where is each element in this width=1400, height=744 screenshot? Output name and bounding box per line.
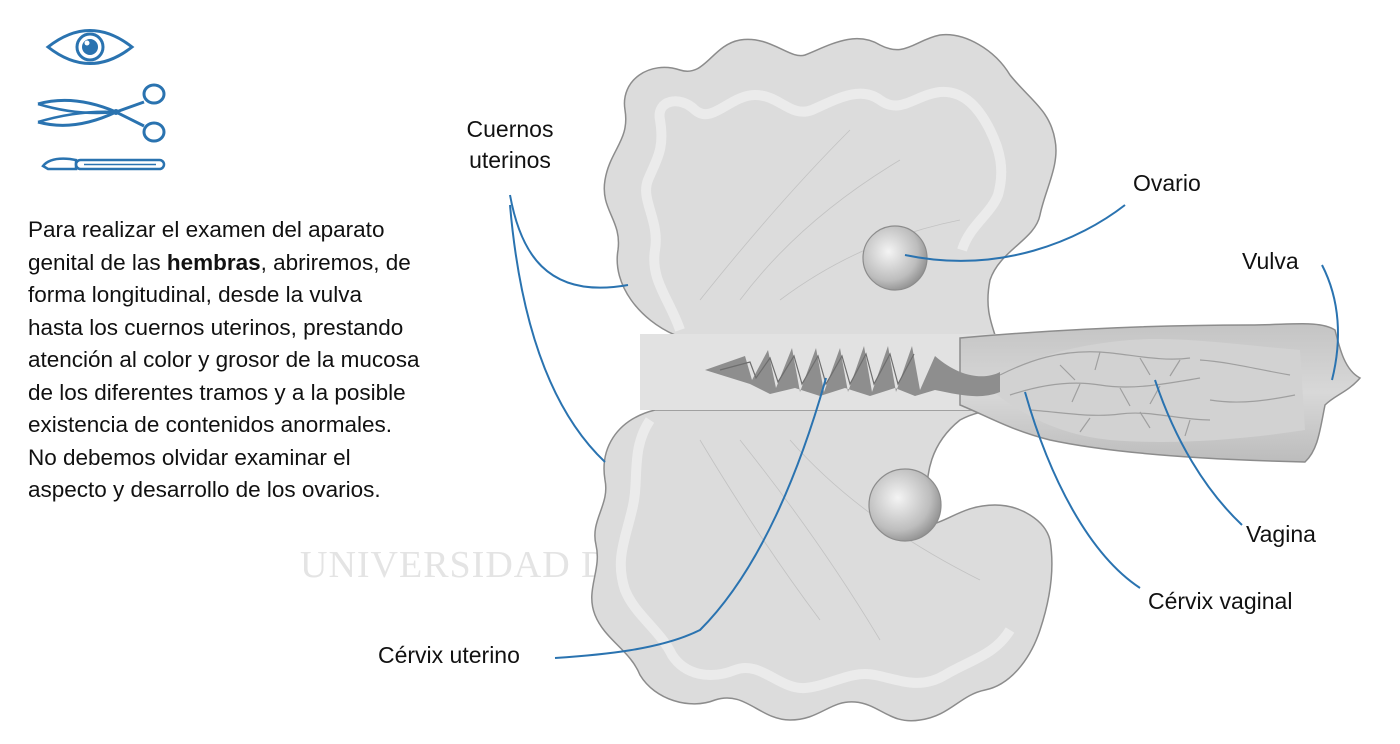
ovary-lower xyxy=(868,468,942,542)
description-text: Para realizar el examen del aparato geni… xyxy=(28,217,420,502)
lower-uterine-horn xyxy=(591,409,1053,722)
label-cuernos-uterinos: Cuernos uterinos xyxy=(466,116,554,173)
scissors-icon xyxy=(37,83,166,143)
label-cervix-vaginal: Cérvix vaginal xyxy=(1148,588,1293,614)
leader-cervix-vaginal xyxy=(1024,391,1141,589)
leader-cuernos-lower xyxy=(509,204,606,463)
leader-cervix-uterino xyxy=(554,377,827,659)
upper-uterine-horn xyxy=(603,33,1057,336)
scalpel-icon xyxy=(41,157,166,171)
leader-ovario xyxy=(904,204,1126,262)
label-vagina: Vagina xyxy=(1246,521,1316,547)
eye-icon xyxy=(45,29,135,65)
label-vulva: Vulva xyxy=(1242,248,1299,274)
leader-vulva xyxy=(1321,264,1339,381)
label-ovario: Ovario xyxy=(1133,170,1201,196)
label-cervix-uterino: Cérvix uterino xyxy=(378,642,520,668)
leader-vagina xyxy=(1154,379,1243,526)
leader-cuernos-upper xyxy=(509,194,629,289)
cervical-folds xyxy=(705,346,1000,397)
description-bold: hembras xyxy=(166,249,261,275)
